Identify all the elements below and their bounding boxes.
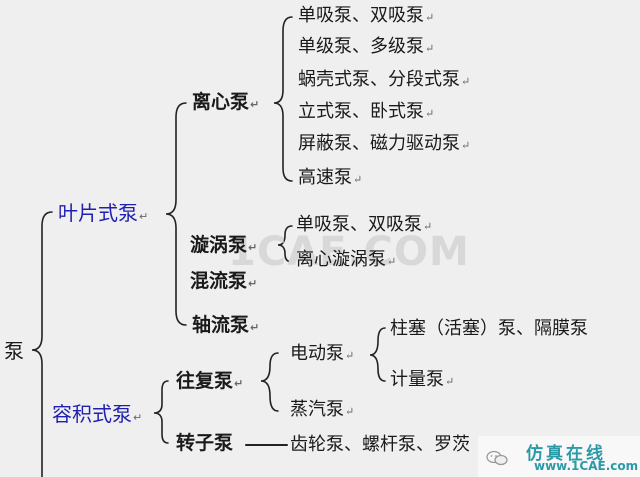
- brace-electric: [369, 327, 386, 382]
- rotor-items: 齿轮泵、螺杆泵、罗茨: [290, 434, 470, 455]
- centrifugal-item: 屏蔽泵、磁力驱动泵↵: [298, 133, 471, 154]
- type-vortex: 漩涡泵↵: [190, 234, 258, 256]
- centrifugal-item: 单级泵、多级泵↵: [298, 36, 435, 57]
- centrifugal-item: 立式泵、卧式泵↵: [298, 101, 435, 122]
- centrifugal-item: 蜗壳式泵、分段式泵↵: [298, 69, 471, 90]
- source-badge: 仿真在线 www.1CAE.com: [478, 436, 640, 477]
- root-pump: 泵: [4, 339, 24, 363]
- brace-displacement: [153, 380, 169, 444]
- reciprocating-electric: 电动泵↵: [290, 343, 355, 364]
- electric-item: 计量泵↵: [390, 369, 455, 390]
- type-axial: 轴流泵↵: [192, 314, 260, 336]
- electric-item: 柱塞（活塞）泵、隔膜泵: [390, 318, 588, 339]
- centrifugal-item: 单吸泵、双吸泵↵: [298, 5, 435, 26]
- type-mixed-flow: 混流泵↵: [190, 270, 258, 292]
- brace-vane: [165, 102, 187, 326]
- type-rotor: 转子泵: [176, 432, 234, 454]
- brace-vortex: [277, 225, 293, 263]
- watermark-text: 1CAE.COM: [228, 229, 470, 275]
- brace-root: [31, 211, 53, 477]
- badge-url: www.1CAE.com: [534, 459, 639, 473]
- centrifugal-item: 高速泵↵: [298, 167, 363, 188]
- brace-centrifugal: [273, 16, 293, 182]
- reciprocating-steam: 蒸汽泵↵: [290, 399, 355, 420]
- vortex-item: 单吸泵、双吸泵↵: [296, 214, 433, 235]
- badge-title: 仿真在线: [526, 444, 606, 464]
- vortex-item: 离心漩涡泵↵: [296, 249, 397, 270]
- type-centrifugal: 离心泵↵: [192, 91, 260, 113]
- wechat-icon: [486, 450, 508, 466]
- type-reciprocating: 往复泵↵: [176, 370, 244, 392]
- branch-vane-pump: 叶片式泵↵: [58, 201, 149, 225]
- brace-reciprocating: [260, 352, 279, 412]
- branch-displacement-pump: 容积式泵↵: [52, 402, 143, 426]
